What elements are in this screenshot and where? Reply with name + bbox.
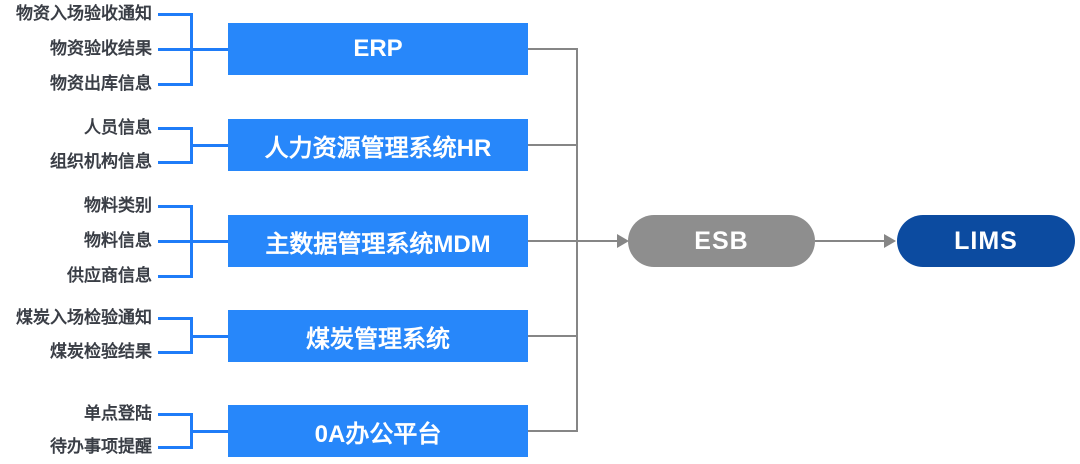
system-box-label: 人力资源管理系统HR — [264, 134, 492, 162]
bracket-to-box-line — [190, 335, 228, 338]
bracket-stub-line — [158, 413, 193, 416]
input-label: 待办事项提醒 — [50, 437, 152, 456]
lims-node: LIMS — [897, 215, 1075, 267]
bracket-stub-line — [158, 205, 193, 208]
bracket-to-box-line — [190, 48, 228, 51]
bus-vertical-line — [576, 48, 578, 432]
bracket-stub-line — [158, 446, 193, 449]
bus-stub-line — [528, 48, 578, 50]
system-box-oa: 0A办公平台 — [228, 405, 528, 457]
bracket-to-box-line — [190, 430, 228, 433]
bus-stub-line — [528, 335, 578, 337]
input-label: 物资出库信息 — [50, 74, 152, 93]
bracket-stub-line — [158, 13, 193, 16]
arrowhead-icon — [617, 234, 629, 248]
system-box-coal: 煤炭管理系统 — [228, 310, 528, 362]
bracket-stub-line — [158, 317, 193, 320]
bus-to-esb-line — [528, 240, 618, 242]
bracket-stub-line — [158, 275, 193, 278]
system-box-label: 0A办公平台 — [314, 420, 442, 448]
input-label: 组织机构信息 — [50, 152, 152, 171]
input-label: 煤炭检验结果 — [50, 342, 152, 361]
esb-node: ESB — [628, 215, 815, 267]
bracket-stub-line — [158, 48, 193, 51]
bus-stub-line — [528, 430, 578, 432]
system-box-erp: ERP — [228, 23, 528, 75]
bracket-stub-line — [158, 127, 193, 130]
system-box-label: ERP — [353, 35, 403, 62]
bracket-stub-line — [158, 351, 193, 354]
bracket-stub-line — [158, 83, 193, 86]
input-label: 物料信息 — [84, 231, 152, 250]
input-label: 供应商信息 — [67, 266, 152, 285]
input-label: 煤炭入场检验通知 — [16, 308, 152, 327]
input-label: 物资入场验收通知 — [16, 4, 152, 23]
input-label: 物资验收结果 — [50, 39, 152, 58]
input-label: 人员信息 — [84, 118, 152, 137]
system-box-label: 煤炭管理系统 — [306, 325, 450, 353]
system-box-label: 主数据管理系统MDM — [265, 230, 491, 258]
bracket-to-box-line — [190, 240, 228, 243]
esb-label: ESB — [694, 226, 749, 255]
bracket-stub-line — [158, 240, 193, 243]
input-label: 物料类别 — [84, 196, 152, 215]
bus-stub-line — [528, 144, 578, 146]
system-box-hr: 人力资源管理系统HR — [228, 119, 528, 171]
esb-to-lims-line — [815, 240, 885, 242]
bracket-stub-line — [158, 161, 193, 164]
bracket-to-box-line — [190, 144, 228, 147]
system-box-mdm: 主数据管理系统MDM — [228, 215, 528, 267]
input-label: 单点登陆 — [84, 404, 152, 423]
lims-label: LIMS — [954, 226, 1018, 255]
arrowhead-icon — [884, 234, 896, 248]
